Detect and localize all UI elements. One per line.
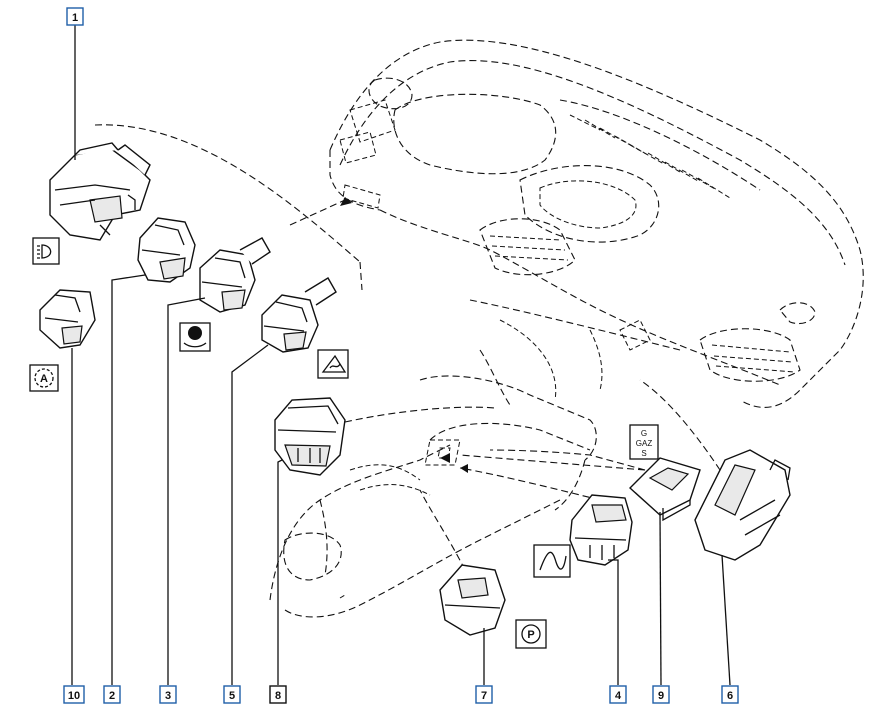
callout-number: 1 bbox=[72, 12, 78, 24]
gaz-line-2: GAZ bbox=[636, 439, 653, 448]
callout-lines bbox=[71, 25, 731, 686]
callout-number: 6 bbox=[727, 690, 733, 702]
callout-1: 1 bbox=[66, 7, 84, 26]
callout-2: 2 bbox=[103, 685, 121, 704]
part-5-switch bbox=[261, 277, 337, 353]
part-4-switch bbox=[569, 494, 633, 566]
symbol-auto: A bbox=[29, 364, 59, 392]
part-3-switch bbox=[199, 237, 271, 313]
leader-lines bbox=[94, 124, 721, 571]
callout-number: 2 bbox=[109, 690, 115, 702]
callout-box bbox=[721, 685, 739, 704]
svg-text:A: A bbox=[40, 373, 48, 385]
callout-box bbox=[223, 685, 241, 704]
callout-box bbox=[159, 685, 177, 704]
callout-number: 4 bbox=[615, 690, 622, 702]
symbol-esp-off bbox=[317, 349, 349, 379]
callout-labels: 1 2 3 5 8 7 4 9 6 10 bbox=[63, 7, 739, 704]
part-2-switch bbox=[137, 217, 196, 283]
callout-number: 8 bbox=[275, 690, 281, 702]
callout-9: 9 bbox=[652, 685, 670, 704]
callout-box bbox=[103, 685, 121, 704]
callout-box bbox=[652, 685, 670, 704]
dashboard-outline bbox=[329, 39, 864, 408]
callout-number: 9 bbox=[658, 690, 664, 702]
callout-7: 7 bbox=[475, 685, 493, 704]
part-1-headlamp-switch bbox=[49, 142, 151, 241]
parking-letter: P bbox=[527, 629, 534, 641]
symbol-parking-sensor bbox=[179, 322, 211, 352]
callout-8: 8 bbox=[269, 685, 287, 704]
callout-number: 3 bbox=[165, 690, 171, 702]
part-7-parking-switch bbox=[439, 564, 506, 636]
part-8-switch bbox=[274, 397, 346, 476]
gaz-line-3: S bbox=[641, 449, 646, 458]
callout-3: 3 bbox=[159, 685, 177, 704]
symbol-parking-brake: P bbox=[515, 619, 547, 649]
callout-box bbox=[609, 685, 627, 704]
symbol-suspension bbox=[533, 544, 571, 578]
callout-box bbox=[66, 7, 84, 26]
callout-4: 4 bbox=[609, 685, 627, 704]
callout-box bbox=[269, 685, 287, 704]
callout-5: 5 bbox=[223, 685, 241, 704]
callout-number: 5 bbox=[229, 690, 235, 702]
callout-box bbox=[63, 685, 85, 704]
callout-box bbox=[475, 685, 493, 704]
callout-number: 10 bbox=[68, 690, 80, 702]
symbol-headlamp bbox=[32, 237, 60, 265]
callout-number: 7 bbox=[481, 690, 487, 702]
part-6-card-reader bbox=[694, 449, 791, 561]
part-10-switch bbox=[39, 289, 96, 349]
symbol-gaz: G GAZ S bbox=[629, 424, 659, 460]
callout-10: 10 bbox=[63, 685, 85, 704]
callout-6: 6 bbox=[721, 685, 739, 704]
gaz-line-1: G bbox=[641, 429, 647, 438]
center-console-outline bbox=[269, 349, 597, 618]
part-9-switch bbox=[628, 457, 701, 522]
